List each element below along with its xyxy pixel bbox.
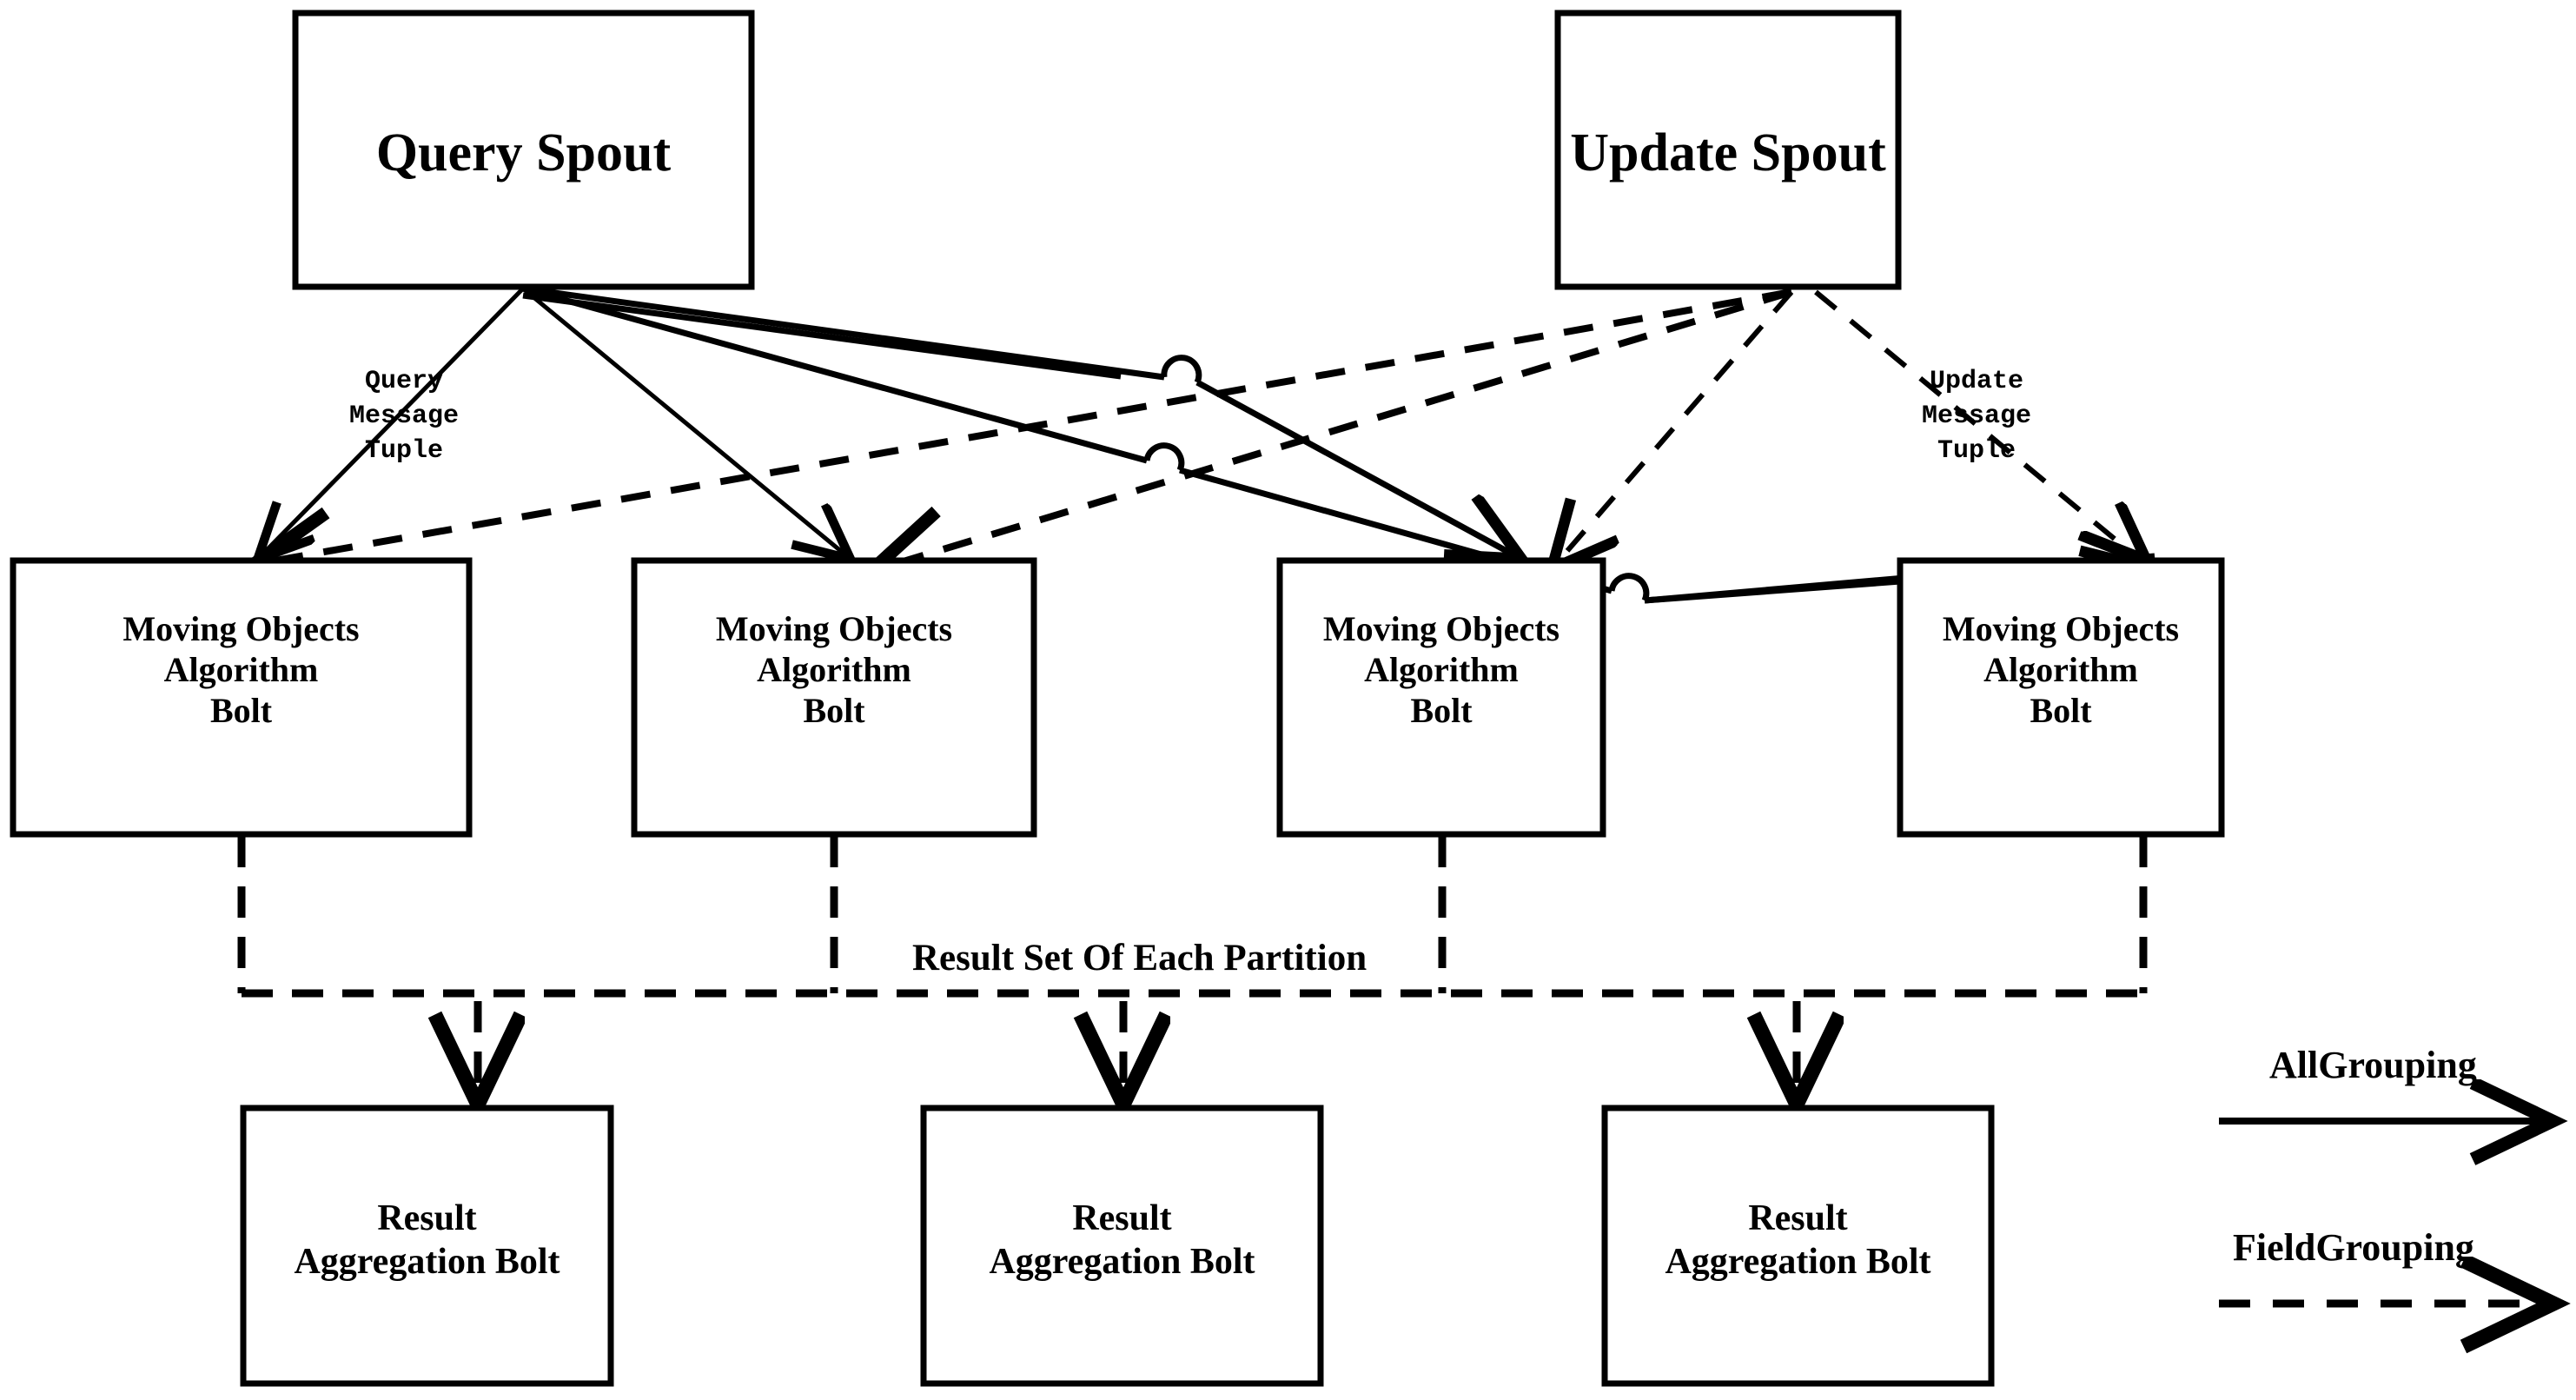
update-message-tuple-label: Update Message Tuple [1921, 367, 2032, 466]
moving-objects-bolt-2-box[interactable] [631, 557, 1037, 838]
result-set-of-each-partition-label: Result Set Of Each Partition [904, 937, 1376, 979]
moving-objects-bolt-1-box[interactable] [10, 557, 473, 838]
query-message-tuple-label: Query Message Tuple [348, 367, 460, 466]
edge-query-to-bolt-4-a [522, 285, 1148, 464]
result-aggregation-bolt-2-box[interactable] [920, 1105, 1324, 1387]
query-spout-box[interactable] [292, 10, 755, 290]
update-spout-box[interactable] [1554, 10, 1902, 290]
result-set-bus [237, 836, 2148, 1097]
edge-update-to-bolt-1 [261, 289, 1792, 563]
result-aggregation-bolt-1-box[interactable] [240, 1105, 614, 1387]
edge-query-to-bolt-2 [521, 287, 847, 556]
legend-field-grouping-label: FieldGrouping [2233, 1226, 2474, 1269]
edge-update-to-bolt-2 [877, 289, 1793, 569]
moving-objects-bolt-3-box[interactable] [1276, 557, 1606, 838]
query-spout-long-edge [522, 292, 1122, 380]
moving-objects-bolt-4-box[interactable] [1897, 557, 2225, 838]
hop-2 [1143, 442, 1185, 472]
legend-arrows [2219, 1121, 2546, 1304]
spout-boxes [292, 10, 1902, 290]
algorithm-bolt-boxes [10, 557, 2225, 838]
result-bolt-boxes [240, 1105, 1995, 1387]
legend-all-grouping-label: AllGrouping [2269, 1044, 2477, 1086]
update-spout-edges [261, 289, 2146, 569]
edge-query-to-bolt-3-b [1195, 379, 1516, 556]
edge-update-to-bolt-3 [1555, 290, 1794, 565]
hop-3 [1608, 573, 1650, 602]
result-aggregation-bolt-3-box[interactable] [1601, 1105, 1995, 1387]
edge-query-to-bolt-3-a [522, 285, 1165, 381]
edge-query-long-a [522, 292, 1122, 380]
hop-1 [1161, 355, 1202, 384]
